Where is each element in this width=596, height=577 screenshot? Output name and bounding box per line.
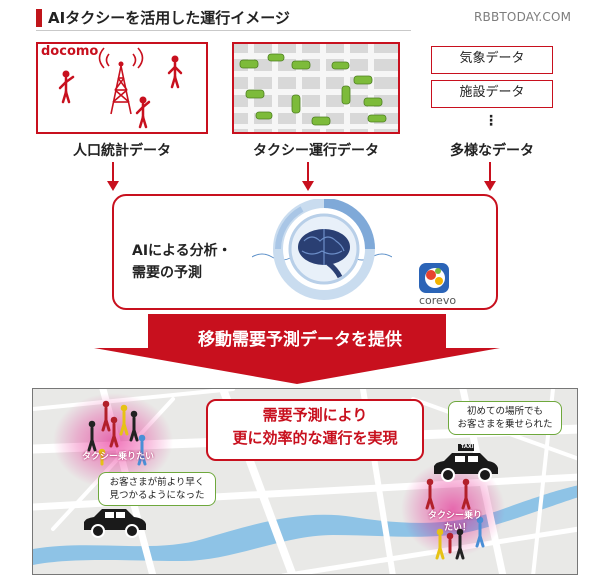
population-data-label: 人口統計データ bbox=[73, 143, 171, 159]
ride-request-left: タクシー乗りたい bbox=[82, 452, 155, 462]
ride-request-right-line1: タクシー乗り bbox=[428, 511, 483, 521]
car-icon bbox=[234, 44, 398, 132]
callout-line1: 需要予測により bbox=[262, 406, 368, 424]
antenna-tower-icon bbox=[58, 47, 183, 129]
ai-analysis-line1: AIによる分析・ bbox=[132, 243, 232, 259]
down-arrow-icon bbox=[107, 162, 496, 191]
docomo-logo: docomo bbox=[41, 44, 99, 59]
taxi-operation-data-label: タクシー運行データ bbox=[253, 143, 379, 159]
banner-label: 移動需要予測データを提供 bbox=[198, 330, 402, 350]
person-icon bbox=[425, 478, 485, 560]
corevo-logo-icon bbox=[419, 263, 449, 293]
ai-analysis-line2: 需要の予測 bbox=[132, 265, 202, 281]
callout-line2: 更に効率的な運行を実現 bbox=[232, 429, 398, 447]
bubble-right: 初めての場所でも お客さまを乗せられた bbox=[448, 401, 562, 435]
page-title: AIタクシーを活用した運行イメージ bbox=[48, 9, 290, 27]
bubble-right-line2: お客さまを乗せられた bbox=[457, 419, 553, 430]
bubble-left: お客さまが前より早く 見つかるようになった bbox=[98, 472, 216, 506]
more-data-ellipsis: ⋮ bbox=[484, 113, 498, 129]
ride-request-right-line2: たい！ bbox=[444, 523, 472, 533]
taxi-icon bbox=[434, 444, 498, 482]
provide-data-banner bbox=[94, 314, 500, 384]
taxi-sign: TAXI bbox=[461, 444, 474, 450]
title-underline bbox=[36, 30, 411, 31]
efficiency-callout bbox=[206, 399, 424, 461]
weather-data-tag: 気象データ bbox=[431, 46, 553, 74]
corevo-logo-text: corevo bbox=[419, 294, 457, 307]
person-icon bbox=[87, 400, 147, 466]
brain-icon bbox=[252, 199, 392, 300]
various-data-label: 多様なデータ bbox=[450, 143, 534, 159]
taxi-icon bbox=[84, 509, 146, 538]
watermark: RBBTODAY.COM bbox=[474, 10, 572, 24]
title-accent-bar bbox=[36, 9, 42, 27]
population-data-image: docomo bbox=[36, 42, 208, 134]
bubble-left-line1: お客さまが前より早く bbox=[109, 477, 205, 488]
bubble-left-line2: 見つかるようになった bbox=[109, 490, 205, 501]
bubble-right-line1: 初めての場所でも bbox=[466, 406, 543, 417]
taxi-operation-data-image bbox=[232, 42, 400, 134]
facility-data-tag: 施設データ bbox=[431, 80, 553, 108]
